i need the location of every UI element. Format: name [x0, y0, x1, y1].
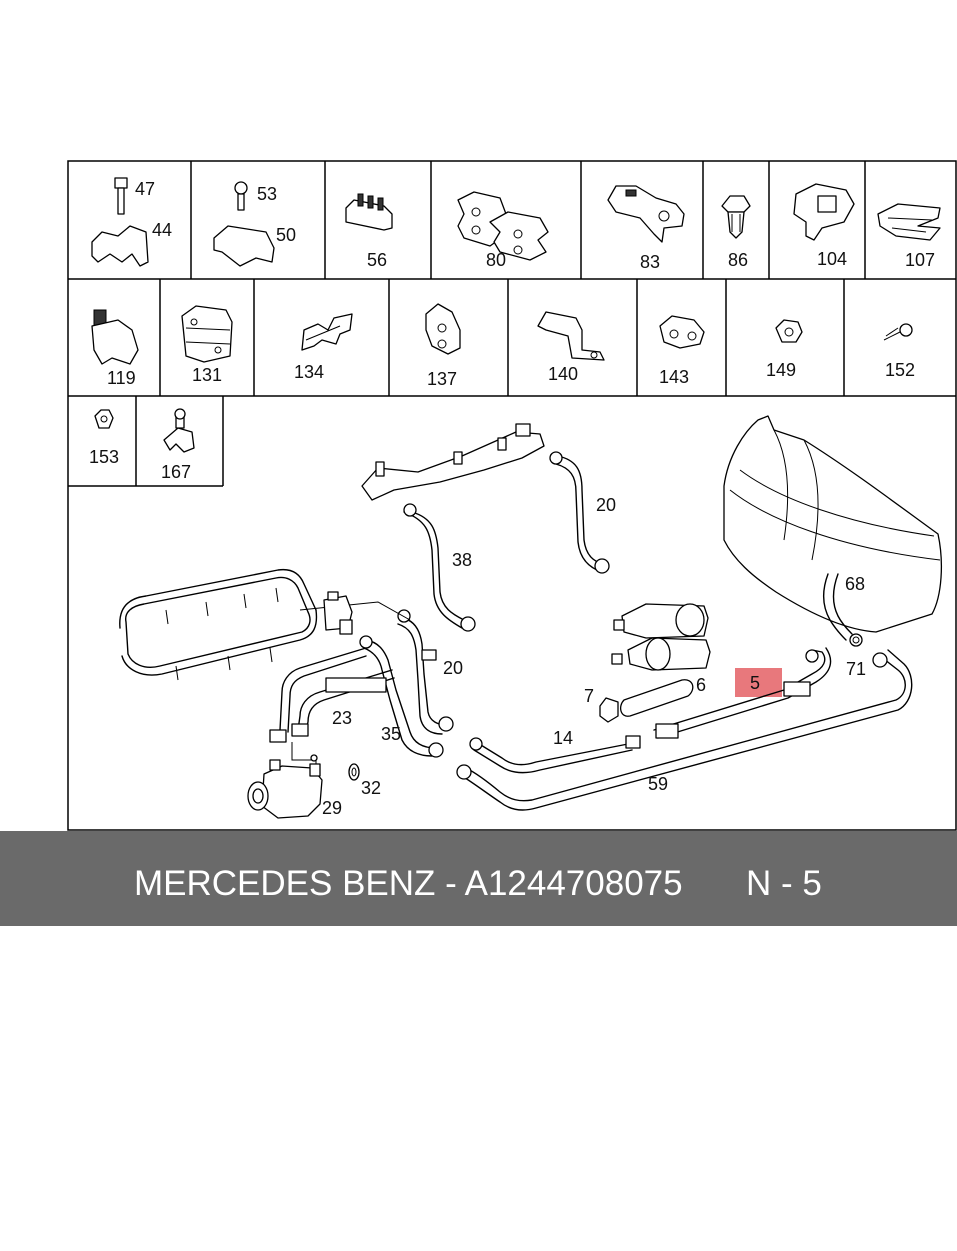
callout-38: 38: [452, 550, 472, 570]
callout-5: 5: [750, 673, 760, 693]
fuel-line-20-upper: [549, 451, 610, 574]
fuel-line-38: [403, 503, 476, 632]
callout-71: 71: [846, 659, 866, 679]
callout-119: 119: [107, 368, 136, 388]
part-sketch-83: [607, 185, 685, 243]
callout-29: 29: [322, 798, 342, 818]
callout-104: 104: [817, 249, 847, 269]
footer-bar: MERCEDES BENZ - A1244708075 N - 5: [0, 831, 957, 926]
injector-marks: [165, 587, 279, 681]
pressure-regulator-29: [247, 742, 323, 819]
part-sketch-134: [301, 313, 353, 351]
part-sketch-44: [91, 177, 149, 267]
clamp-7: [599, 697, 619, 723]
part-sketch-50: [213, 181, 275, 267]
callout-6: 6: [696, 675, 706, 695]
callout-86: 86: [728, 250, 748, 270]
fuel-system-diagram: 47 44 53 50 56 80 83 86 104 107 119 131 …: [67, 160, 957, 831]
callout-53: 53: [257, 184, 277, 204]
part-sketch-86: [721, 195, 751, 239]
part-sketch-140: [537, 311, 605, 361]
callout-134: 134: [294, 362, 324, 382]
fuel-pumps: [611, 603, 711, 671]
callout-152: 152: [885, 360, 915, 380]
part-sketch-137: [425, 303, 461, 355]
part-sketch-119: [91, 309, 139, 365]
footer-caption: MERCEDES BENZ - A1244708075 N - 5: [0, 831, 957, 926]
callout-20-lower: 20: [443, 658, 463, 678]
callout-59: 59: [648, 774, 668, 794]
callout-14: 14: [553, 728, 573, 748]
part-sketch-143: [659, 315, 705, 349]
footer-position: N - 5: [746, 864, 822, 903]
callout-50: 50: [276, 225, 296, 245]
part-sketch-80: [457, 191, 549, 261]
callout-47: 47: [135, 179, 155, 199]
highlight-box-5: [735, 668, 782, 697]
part-sketch-56: [345, 193, 393, 231]
fuel-distributor-frame: [119, 568, 411, 681]
callout-143: 143: [659, 367, 689, 387]
footer-part-number: MERCEDES BENZ - A1244708075: [134, 864, 683, 903]
clamp-71: [849, 633, 863, 647]
callout-35: 35: [381, 724, 401, 744]
callout-44: 44: [152, 220, 172, 240]
fuel-line-23: [269, 647, 395, 743]
fuel-line-14: [469, 735, 641, 774]
callout-20-upper: 20: [596, 495, 616, 515]
callout-83: 83: [640, 252, 660, 272]
callout-149: 149: [766, 360, 796, 380]
part-sketch-104: [793, 183, 855, 241]
callout-137: 137: [427, 369, 457, 389]
highlight-part-5: [735, 668, 782, 697]
part-sketch-153: [94, 409, 114, 429]
callout-32: 32: [361, 778, 381, 798]
callout-56: 56: [367, 250, 387, 270]
callout-labels: 47 44 53 50 56 80 83 86 104 107 119 131 …: [89, 179, 935, 818]
fuel-rail-assembly: [361, 423, 545, 501]
seal-32: [348, 763, 360, 781]
callout-153: 153: [89, 447, 119, 467]
callout-131: 131: [192, 365, 222, 385]
callout-23: 23: [332, 708, 352, 728]
part-sketch-149: [775, 319, 803, 343]
callout-68: 68: [845, 574, 865, 594]
part-sketch-152: [883, 323, 913, 341]
callout-167: 167: [161, 462, 191, 482]
part-sketch-131: [181, 305, 233, 363]
callout-107: 107: [905, 250, 935, 270]
fuel-line-59: [456, 649, 913, 811]
fuel-line-5: [653, 647, 832, 739]
filter-6: [619, 679, 694, 717]
callout-80: 80: [486, 250, 506, 270]
callout-7: 7: [584, 686, 594, 706]
part-sketch-107: [877, 203, 941, 241]
part-sketch-167: [163, 408, 195, 453]
hose-68: [823, 573, 853, 641]
parts-grid: [67, 160, 957, 831]
fuel-lines-20-35: [359, 609, 454, 758]
callout-140: 140: [548, 364, 578, 384]
fuel-tank: [723, 415, 943, 633]
